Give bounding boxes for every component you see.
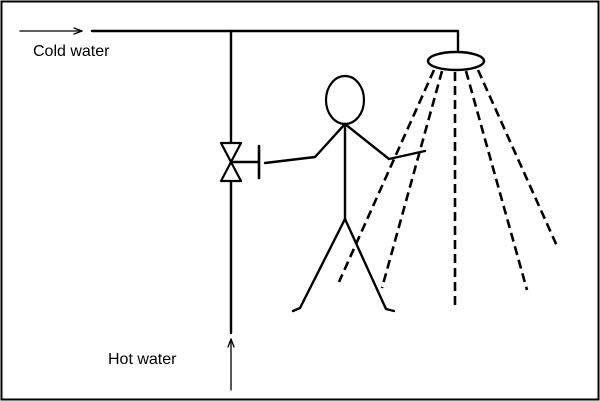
stick-figure bbox=[263, 74, 427, 313]
shower-head bbox=[426, 50, 486, 72]
cold-water-pipe bbox=[90, 29, 460, 53]
cold-water-label: Cold water bbox=[33, 43, 110, 60]
hot-water-arrow-icon bbox=[227, 338, 235, 391]
cold-water-arrow-icon bbox=[19, 27, 83, 35]
figure-head bbox=[324, 74, 366, 126]
valve-icon bbox=[219, 141, 243, 183]
water-spray bbox=[337, 69, 559, 308]
hot-water-label: Hot water bbox=[108, 351, 177, 368]
valve-handle bbox=[229, 144, 261, 180]
